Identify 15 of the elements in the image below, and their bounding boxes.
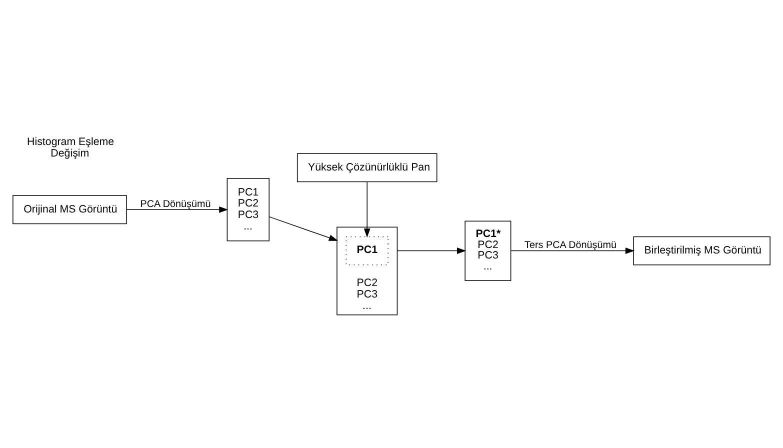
arrow [269,216,338,240]
arrow [126,206,228,212]
edge-label: Ters PCA Dönüşümü [524,240,616,251]
arrow [510,247,635,254]
node-box: Orijinal MS Görüntü [12,194,127,224]
node-box: PC1 [346,236,388,265]
node-box: PC1* PC2 PC3 ... [464,220,512,280]
node-box: Birleştirilmiş MS Görüntü [633,236,770,265]
edge-label: PCA Dönüşümü [140,198,211,210]
label: Değişim [50,146,90,159]
node-box: PC1 PC2 PC3 ... [226,178,270,241]
node-box: Yüksek Çözünürlüklü Pan [296,152,438,182]
arrow [364,181,370,238]
label: Histogram Eşleme [27,135,114,148]
arrow [396,247,466,254]
